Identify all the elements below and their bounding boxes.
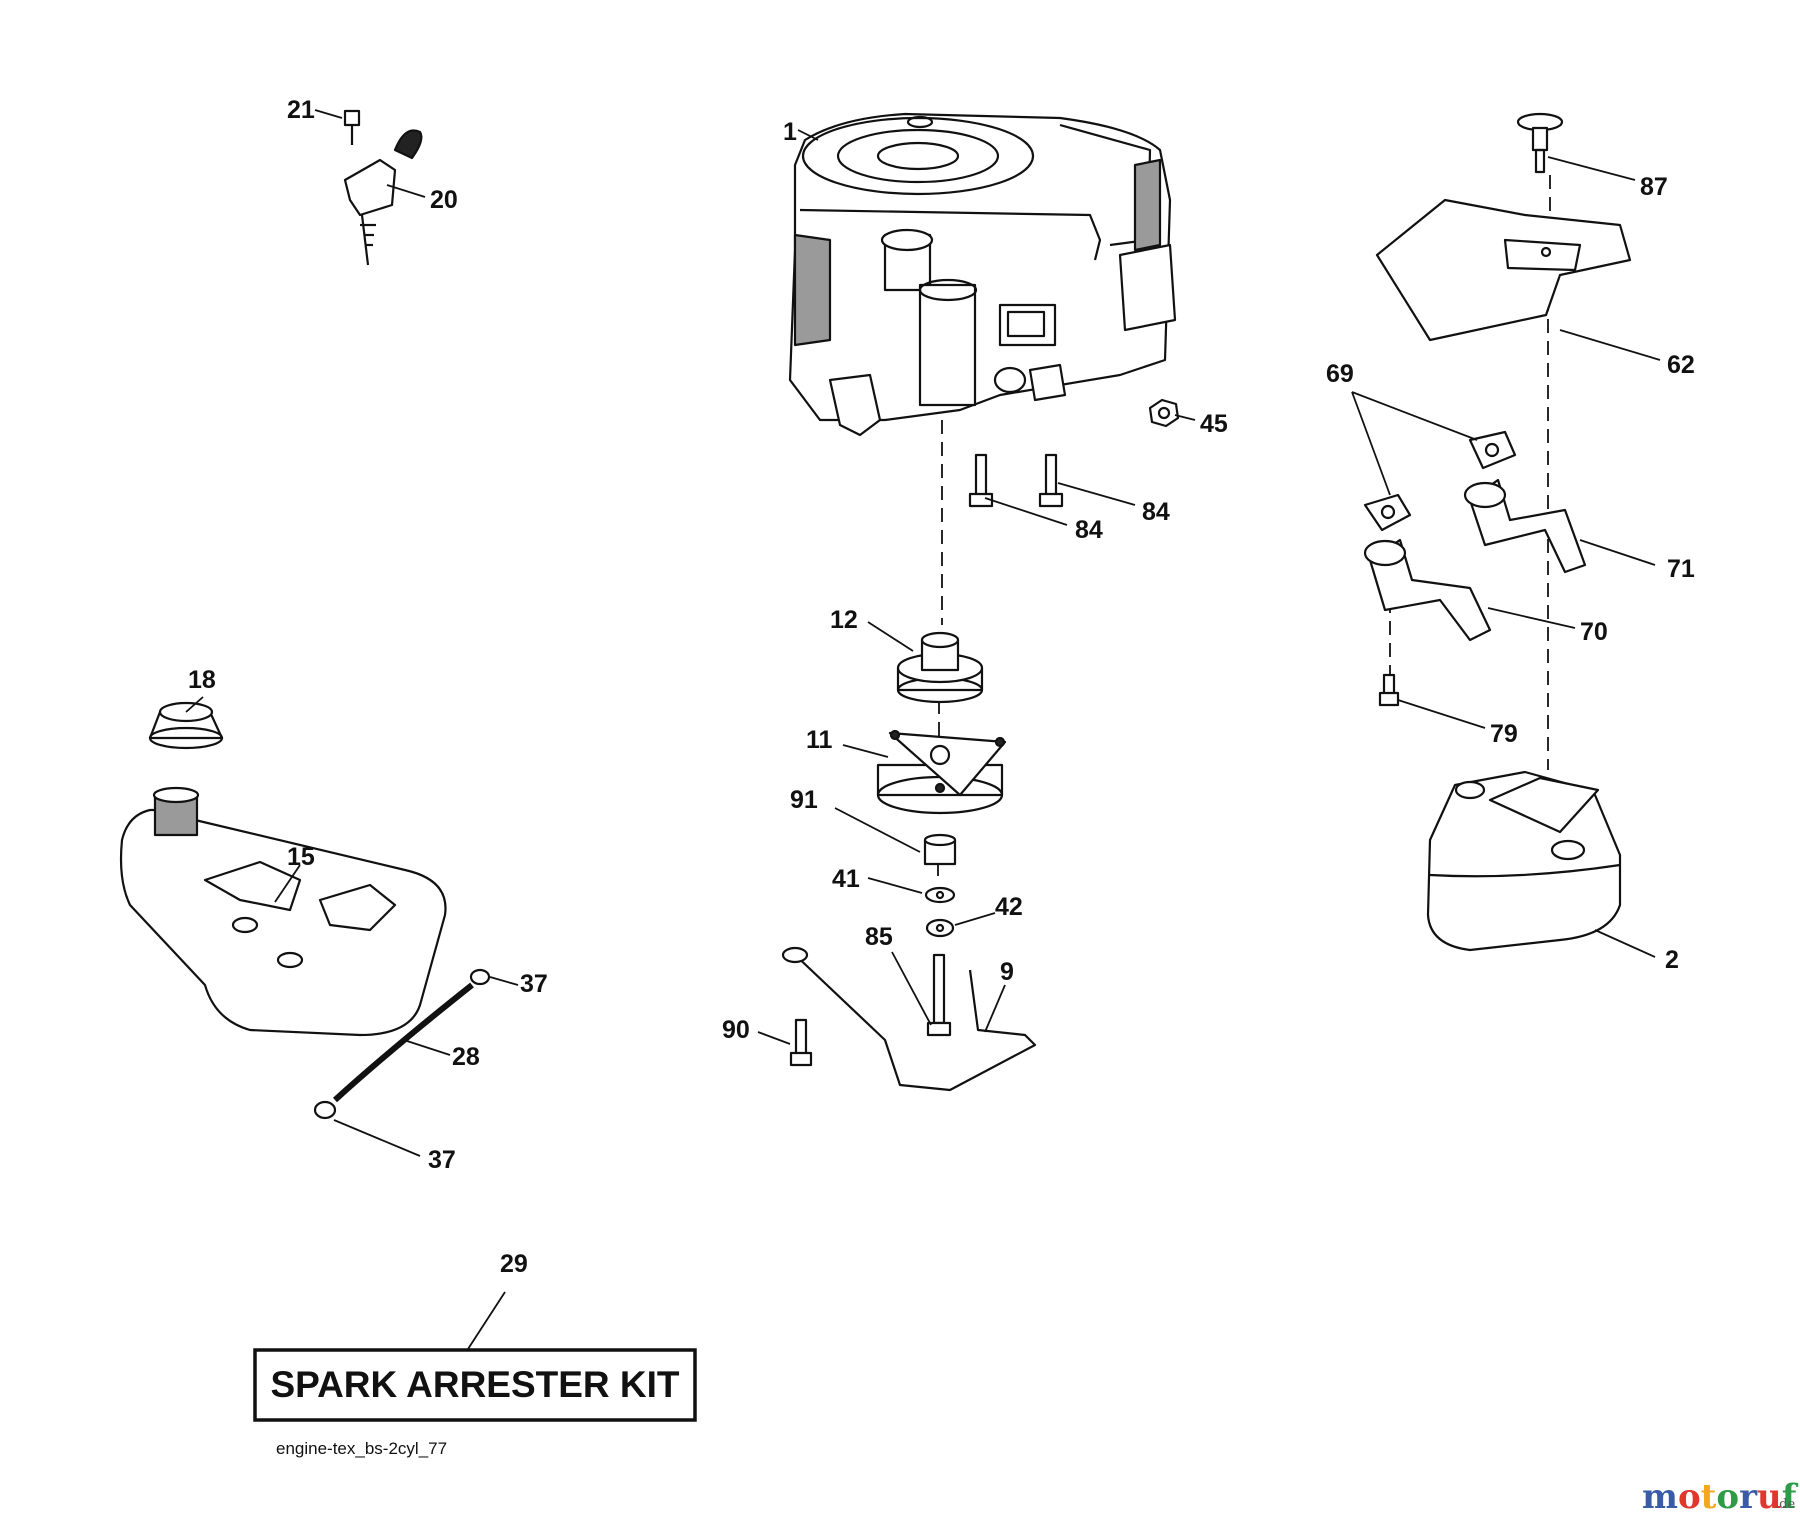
callout-45: 45 [1200,410,1228,438]
callout-9: 9 [1000,958,1014,986]
watermark-logo: motoruf .de [1642,1477,1799,1517]
part-70-exhaust-pipe [1363,538,1492,642]
callout-87: 87 [1640,173,1668,201]
callout-69: 69 [1326,360,1354,388]
callout-11: 11 [806,726,833,754]
part-84-bolt-left [968,453,994,508]
callout-28: 28 [452,1043,480,1071]
part-85-bolt [926,953,952,1037]
part-91-spacer [923,833,957,866]
callout-70: 70 [1580,618,1608,646]
callout-91: 91 [790,786,818,814]
watermark-letter: f [1782,1477,1799,1517]
kit-box [253,1348,697,1422]
watermark-letter: r [1739,1477,1758,1517]
part-90-screw [789,1018,813,1067]
callout-90: 90 [722,1016,750,1044]
spark-arrester-kit: SPARK ARRESTER KIT [253,1348,697,1422]
part-69-gasket-left [1363,493,1412,532]
watermark-letter: m [1642,1477,1678,1517]
part-20-throttle-bracket [343,129,423,266]
part-12-pulley [896,631,984,704]
callout-15: 15 [287,843,315,871]
leader-lines [185,109,1661,1350]
callout-21: 21 [287,96,315,124]
part-71-exhaust-pipe [1463,478,1587,574]
part-2-muffler [1426,770,1622,952]
callout-20: 20 [430,186,458,214]
callout-41: 41 [832,865,860,893]
callout-71: 71 [1667,555,1695,583]
callout-84-right: 84 [1142,498,1170,526]
reference-code: engine-tex_bs-2cyl_77 [276,1439,447,1458]
watermark-letter: o [1716,1477,1739,1517]
callout-85: 85 [865,923,893,951]
part-69-gasket-right [1468,430,1517,470]
kit-label: SPARK ARRESTER KIT [270,1364,679,1405]
part-87-knob [1516,112,1564,174]
callout-29: 29 [500,1250,528,1278]
part-11-clutch [876,729,1007,815]
part-9-bracket [781,946,1037,1092]
part-37-clamp-upper [469,968,491,986]
callout-1: 1 [783,118,797,146]
callouts: 21 20 1 45 84 84 87 62 69 71 70 79 2 12 … [188,96,1695,1278]
callout-62: 62 [1667,351,1695,379]
callout-42: 42 [995,893,1023,921]
part-21-screw [343,109,361,145]
watermark-letter: t [1701,1477,1717,1517]
callout-2: 2 [1665,946,1679,974]
part-1-engine [788,112,1177,437]
callout-79: 79 [1490,720,1518,748]
callout-84-left: 84 [1075,516,1103,544]
part-41-washer [924,886,956,904]
part-15-fuel-tank [119,786,447,1037]
part-62-heat-shield [1375,198,1632,342]
svg-text:motoruf: motoruf [1642,1477,1799,1517]
callout-18: 18 [188,666,216,694]
part-79-screw [1378,673,1400,707]
callout-37-upper: 37 [520,970,548,998]
callout-12: 12 [830,606,858,634]
part-37-clamp-lower [313,1100,337,1120]
part-18-fuel-cap [148,701,224,750]
watermark-letter: u [1757,1477,1782,1517]
callout-37-lower: 37 [428,1146,456,1174]
watermark-letter: o [1678,1477,1701,1517]
part-45-nut [1148,398,1180,428]
part-42-washer [925,918,955,938]
watermark-tld: .de [1775,1497,1795,1512]
part-28-fuel-hose [332,982,474,1103]
part-84-bolt-right [1038,453,1064,508]
